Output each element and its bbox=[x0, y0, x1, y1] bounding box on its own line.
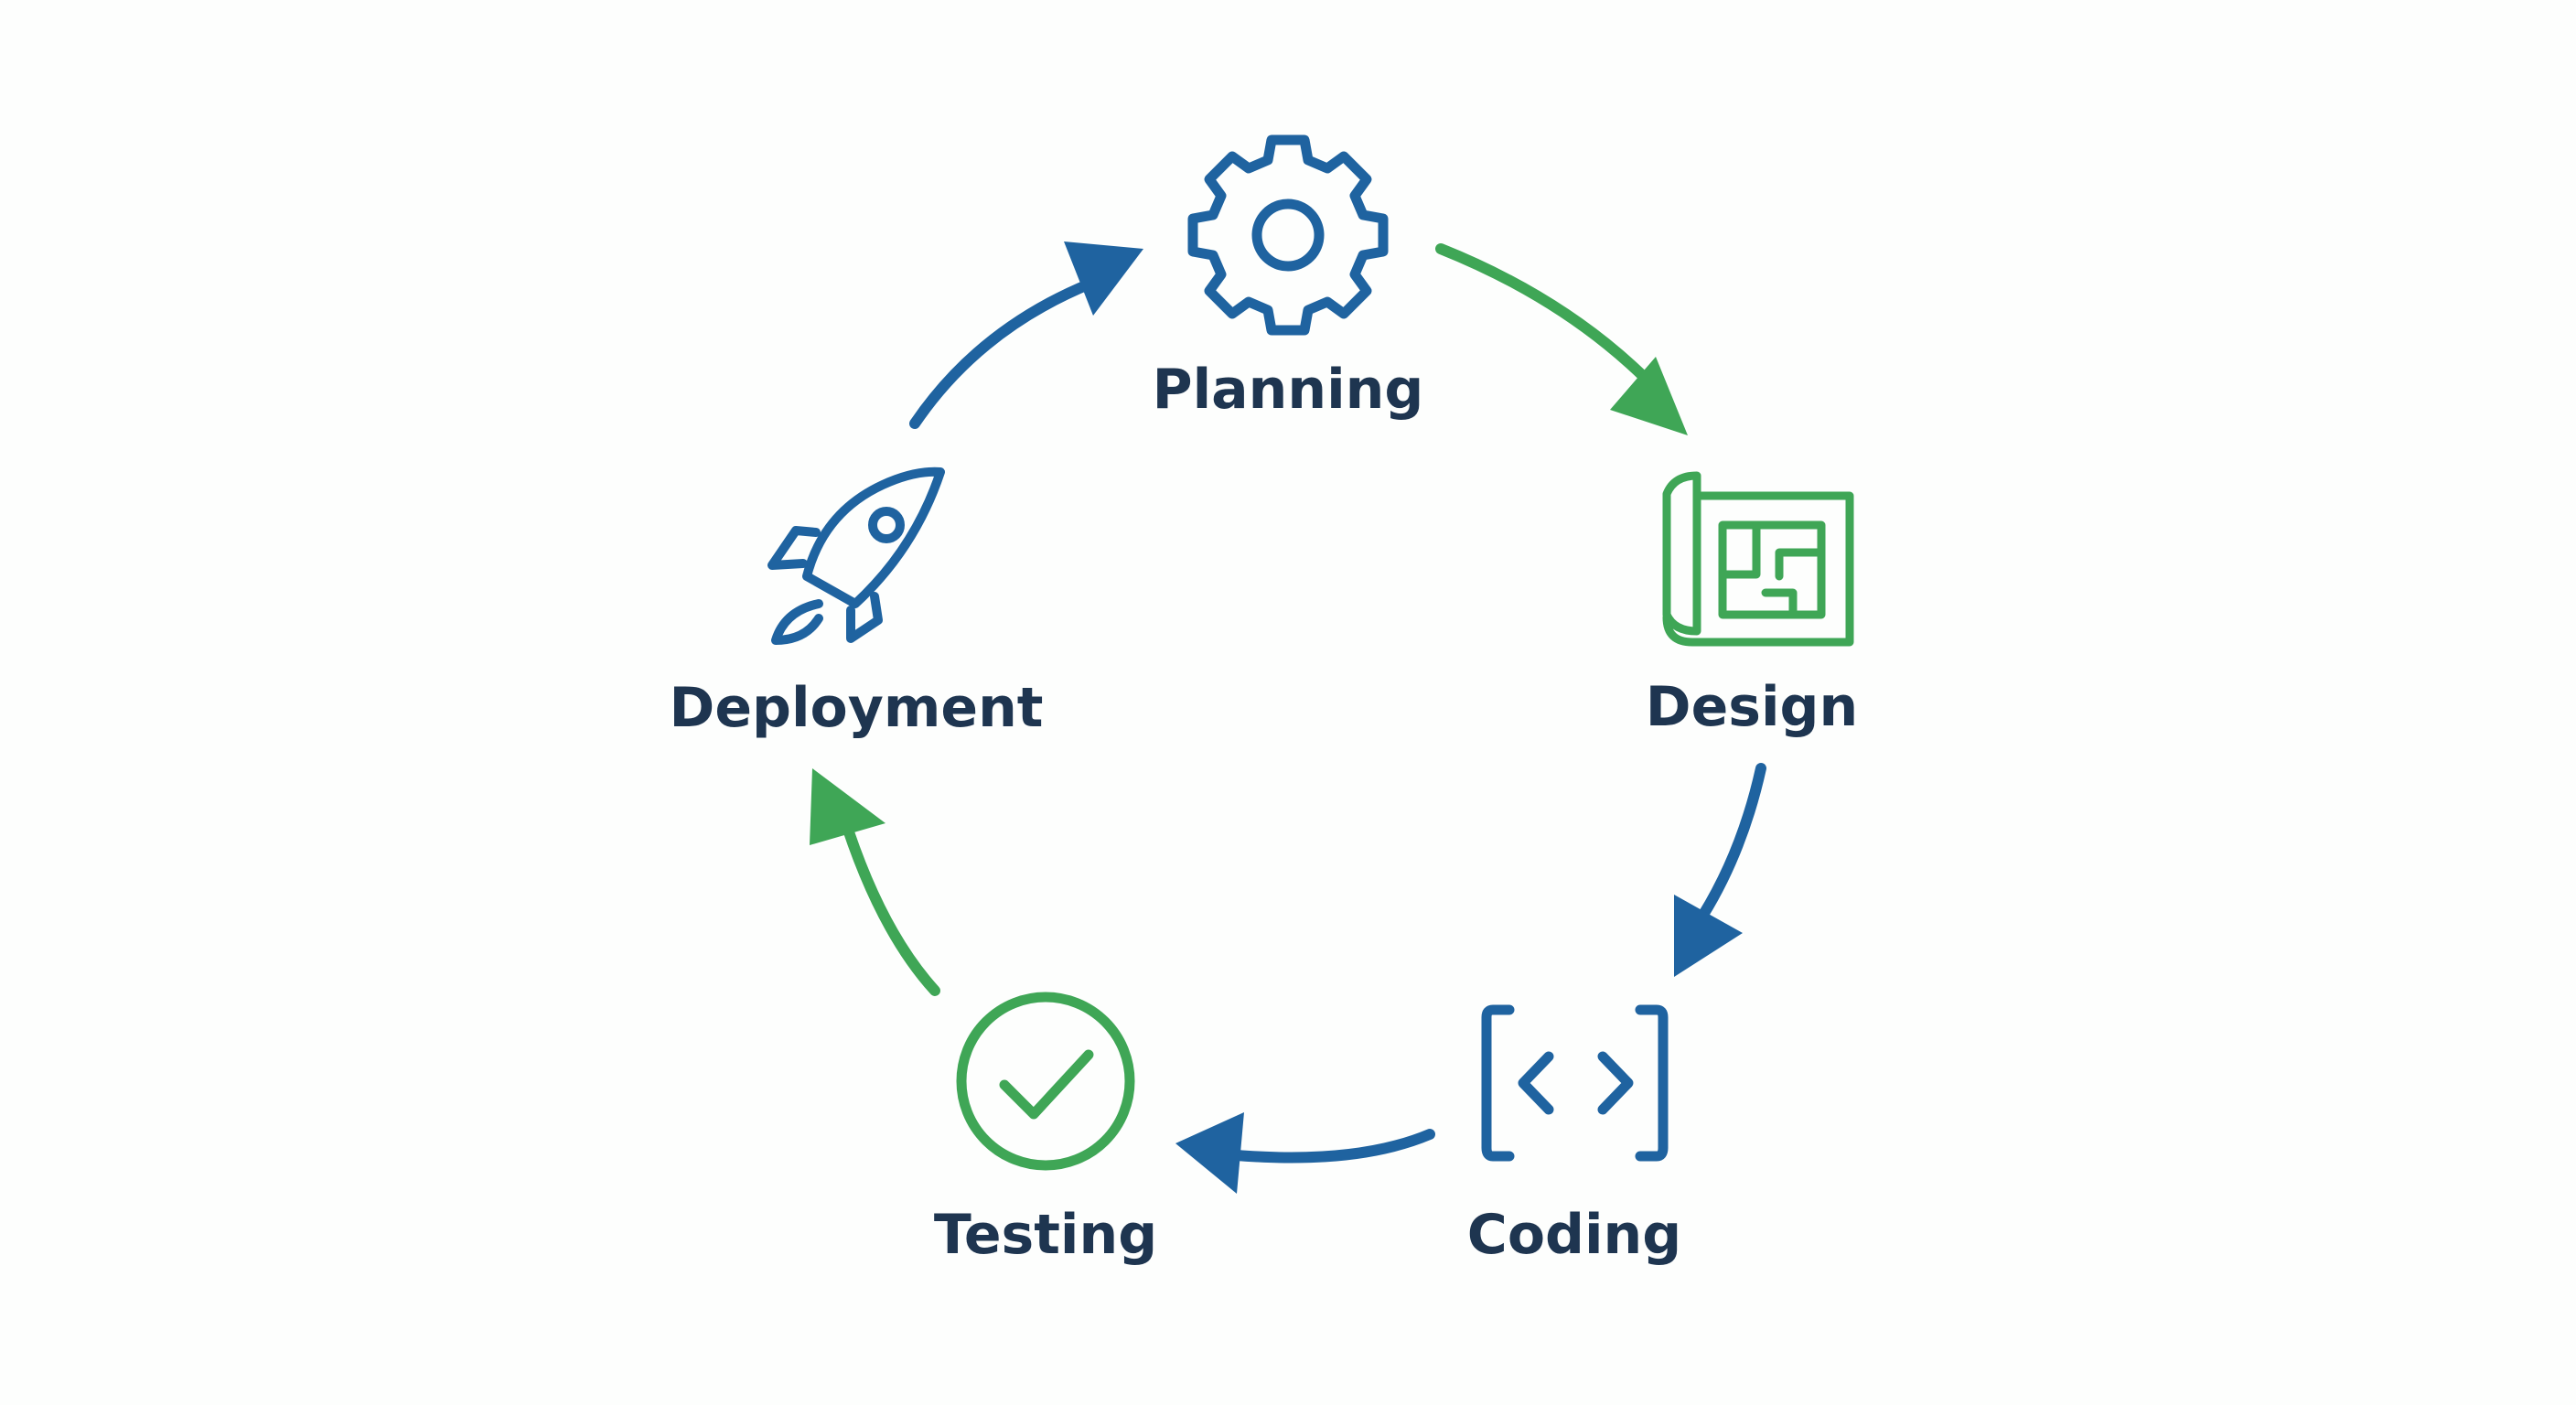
arrow-testing-to-deployment bbox=[810, 768, 940, 996]
arrow-coding-to-testing bbox=[1175, 1112, 1435, 1194]
stage-label-deployment: Deployment bbox=[670, 676, 1044, 740]
check-circle-icon bbox=[956, 992, 1135, 1171]
arrow-planning-to-design bbox=[1435, 243, 1688, 435]
arrow-deployment-to-planning bbox=[909, 241, 1143, 429]
stage-label-coding: Coding bbox=[1467, 1203, 1681, 1267]
stage-testing: Testing bbox=[934, 992, 1157, 1267]
stage-planning: Planning bbox=[1153, 134, 1424, 422]
stage-label-planning: Planning bbox=[1153, 358, 1424, 422]
blueprint-icon bbox=[1662, 471, 1854, 647]
code-brackets-icon bbox=[1481, 1004, 1669, 1162]
stage-deployment: Deployment bbox=[670, 467, 1044, 740]
rocket-icon bbox=[767, 467, 945, 645]
stage-label-design: Design bbox=[1646, 675, 1858, 739]
stage-design: Design bbox=[1646, 471, 1858, 739]
arrow-design-to-coding bbox=[1674, 763, 1766, 977]
stage-coding: Coding bbox=[1467, 1004, 1681, 1267]
stage-label-testing: Testing bbox=[934, 1203, 1157, 1267]
gear-icon bbox=[1187, 134, 1389, 336]
